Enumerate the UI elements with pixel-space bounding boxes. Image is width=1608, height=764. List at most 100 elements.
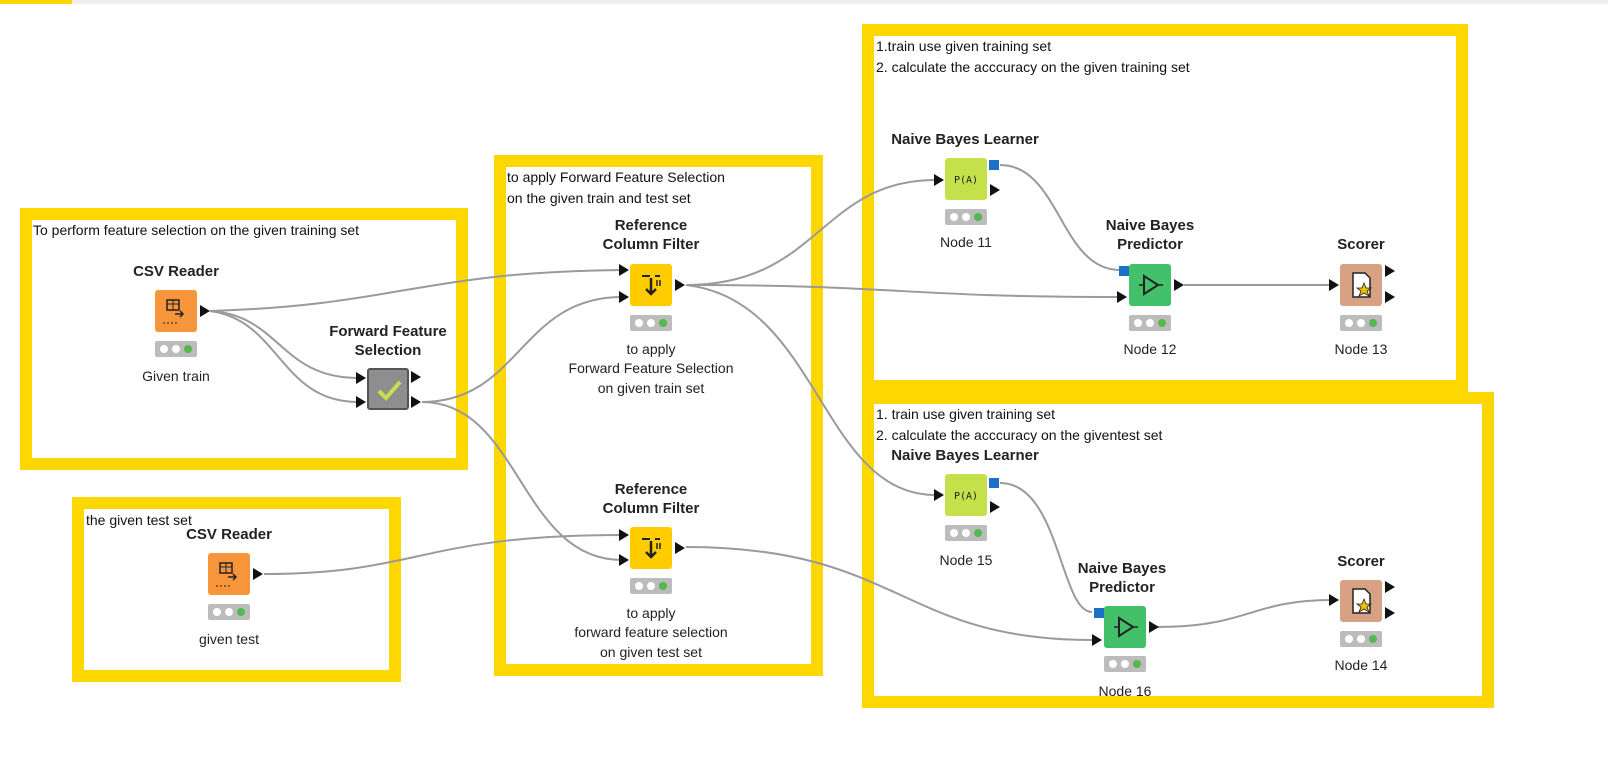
naive-bayes-predictor-node-16[interactable]: [1104, 606, 1146, 648]
connection: [685, 179, 937, 286]
annotation-text-3b: on the given train and test set: [507, 190, 691, 206]
input-port[interactable]: [619, 529, 629, 541]
node-title: Naive Bayes Learner: [891, 447, 1039, 464]
forward-feature-selection-node[interactable]: [367, 368, 409, 410]
input-port[interactable]: [356, 372, 366, 384]
status-indicator: [155, 341, 197, 357]
output-port[interactable]: [411, 396, 421, 408]
connection: [209, 269, 623, 312]
node-title-line1: Reference: [614, 217, 688, 234]
output-port[interactable]: [990, 501, 1000, 513]
node-title-line2: Column Filter: [602, 500, 700, 517]
node-title: Scorer: [1337, 553, 1385, 570]
annotation-test-eval[interactable]: [862, 392, 1494, 708]
node-label[interactable]: Node 15: [939, 552, 993, 568]
naive-bayes-learner-node-15[interactable]: P(A): [945, 474, 987, 516]
node-label[interactable]: Given train: [142, 368, 210, 384]
output-port[interactable]: [1385, 265, 1395, 277]
node-label[interactable]: given test: [199, 631, 259, 647]
node-label-line1[interactable]: to apply: [626, 605, 676, 621]
node-title: CSV Reader: [133, 263, 219, 280]
node-label-line3[interactable]: on given train set: [597, 380, 705, 396]
svg-text:P(A): P(A): [954, 175, 978, 186]
connection: [421, 401, 623, 561]
annotation-text-2: the given test set: [86, 512, 192, 528]
connection: [263, 534, 623, 575]
connection: [685, 546, 1093, 641]
csv-reader-train-node[interactable]: [155, 290, 197, 332]
input-port[interactable]: [934, 174, 944, 186]
node-label-line2[interactable]: forward feature selection: [574, 624, 728, 640]
node-label[interactable]: Node 14: [1334, 657, 1388, 673]
node-label[interactable]: Node 13: [1334, 341, 1388, 357]
play-triangle-icon: [1139, 274, 1163, 296]
output-port[interactable]: [253, 568, 263, 580]
model-input-port[interactable]: [1119, 266, 1129, 276]
status-indicator: [1340, 315, 1382, 331]
input-port[interactable]: [619, 264, 629, 276]
output-port[interactable]: [1174, 279, 1184, 291]
annotation-text-1: To perform feature selection on the give…: [33, 222, 360, 238]
bracket-a-icon: P(A): [954, 175, 978, 186]
node-title: Scorer: [1337, 236, 1385, 253]
annotation-text-3a: to apply Forward Feature Selection: [507, 169, 725, 185]
output-port[interactable]: [990, 184, 1000, 196]
output-port[interactable]: [675, 542, 685, 554]
node-label-line3[interactable]: on given test set: [600, 644, 702, 660]
input-port[interactable]: [619, 554, 629, 566]
input-port[interactable]: [1117, 291, 1127, 303]
bracket-a-icon: P(A): [954, 491, 978, 502]
input-port[interactable]: [356, 396, 366, 408]
node-label[interactable]: Node 11: [940, 234, 992, 250]
node-title-line1: Naive Bayes: [1077, 560, 1167, 577]
node-title-line1: Naive Bayes: [1105, 217, 1195, 234]
connection: [685, 284, 937, 496]
top-accent: [0, 0, 72, 4]
node-label[interactable]: Node 12: [1123, 341, 1177, 357]
scorer-node-14[interactable]: [1340, 580, 1382, 622]
node-title-line2: Column Filter: [602, 236, 700, 253]
node-label-line1[interactable]: to apply: [626, 341, 676, 357]
connection: [209, 310, 359, 379]
node-title-line2: Selection: [354, 342, 422, 359]
scorer-node-13[interactable]: [1340, 264, 1382, 306]
connection: [1155, 599, 1333, 628]
model-output-port[interactable]: [989, 478, 999, 488]
filter-arrow-icon: [642, 275, 661, 296]
output-port[interactable]: [1385, 607, 1395, 619]
input-port[interactable]: [1092, 634, 1102, 646]
reference-column-filter-node-2[interactable]: [630, 527, 672, 569]
status-indicator: [1104, 656, 1146, 672]
output-port[interactable]: [1385, 291, 1395, 303]
model-input-port[interactable]: [1094, 608, 1104, 618]
input-port[interactable]: [934, 489, 944, 501]
naive-bayes-predictor-node-12[interactable]: [1129, 264, 1171, 306]
annotation-text-5b: 2. calculate the acccuracy on the givent…: [876, 427, 1163, 443]
output-port[interactable]: [200, 305, 210, 317]
input-port[interactable]: [1329, 279, 1339, 291]
top-bar: [0, 0, 1608, 4]
input-port[interactable]: [619, 291, 629, 303]
output-port[interactable]: [1149, 621, 1159, 633]
annotation-feature-selection[interactable]: [20, 208, 468, 470]
csv-reader-test-node[interactable]: [208, 553, 250, 595]
status-indicator: [630, 315, 672, 331]
connection: [421, 296, 623, 403]
input-port[interactable]: [1329, 594, 1339, 606]
status-indicator: [1340, 631, 1382, 647]
node-title-line1: Reference: [614, 481, 688, 498]
node-label[interactable]: Node 16: [1098, 683, 1152, 699]
output-port[interactable]: [1385, 581, 1395, 593]
node-title-line2: Predictor: [1117, 236, 1183, 253]
node-label-line2[interactable]: Forward Feature Selection: [568, 360, 734, 376]
connection: [209, 310, 359, 403]
reference-column-filter-node-1[interactable]: [630, 264, 672, 306]
document-star-icon: [1352, 588, 1373, 614]
status-indicator: [630, 578, 672, 594]
output-port[interactable]: [675, 279, 685, 291]
model-output-port[interactable]: [989, 160, 999, 170]
play-triangle-icon: [1114, 616, 1138, 638]
output-port[interactable]: [411, 371, 421, 383]
naive-bayes-learner-node-11[interactable]: P(A): [945, 158, 987, 200]
